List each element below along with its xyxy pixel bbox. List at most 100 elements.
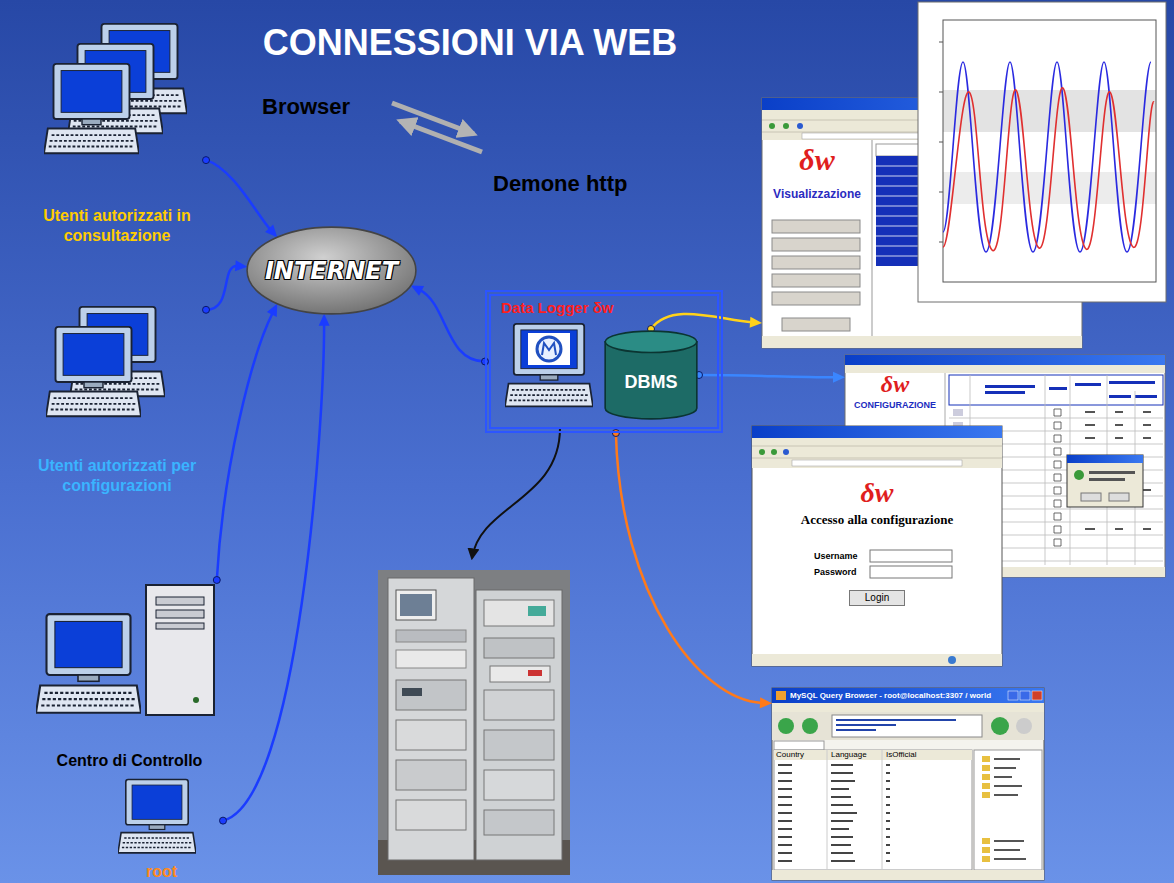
viewer-screenshot [783, 123, 789, 129]
rack-photo [396, 650, 466, 668]
config-screenshot [845, 355, 1165, 365]
config-screenshot [1109, 493, 1129, 501]
viewer-screenshot [772, 256, 860, 269]
config-screenshot [1089, 471, 1135, 474]
login-screenshot [752, 426, 1002, 438]
query-browser-screenshot [974, 750, 1042, 870]
login-window: δwAccesso alla configurazioneUsernamePas… [752, 426, 1002, 666]
rack-photo [484, 690, 554, 720]
rack-arrow [472, 428, 560, 558]
rack-photo [378, 570, 570, 875]
connector [612, 430, 772, 709]
rack-photo [484, 770, 554, 800]
request-arrows [400, 121, 482, 152]
node-label: CONFIGURAZIONE [845, 399, 945, 411]
query-window: MySQL Query Browser - root@localhost:330… [772, 688, 1044, 880]
node-label: root [146, 862, 177, 882]
viewer-screenshot [762, 336, 1082, 348]
computer-icons [46, 327, 141, 416]
config-window: δwCONFIGURAZIONE [845, 355, 1165, 577]
user-group: Utenti autorizzati per configurazioni [28, 300, 206, 496]
query-browser-screenshot [772, 688, 1044, 880]
computer-icons [44, 64, 139, 153]
rack-photo [484, 730, 554, 760]
connector-line [420, 290, 485, 362]
connector-dot [203, 157, 210, 164]
config-screenshot [1135, 395, 1157, 398]
connector [203, 260, 248, 313]
cylinder-body [605, 342, 697, 419]
node-label: INTERNET [265, 257, 398, 285]
user-group: Utenti autorizzati in consultazione [28, 20, 206, 246]
computer-icons [193, 697, 199, 703]
config-screenshot [1075, 383, 1101, 386]
node-label: Utenti autorizzati per configurazioni [28, 456, 206, 496]
connector [648, 314, 763, 333]
connector [213, 304, 277, 584]
node-label: Accesso alla configurazione [752, 512, 1002, 528]
computer-icons [537, 337, 561, 361]
config-screenshot [845, 567, 1165, 577]
connector-line [206, 266, 237, 310]
label-anchor: IsOfficial [886, 750, 917, 760]
computer-icons [528, 333, 570, 365]
query-browser-screenshot [832, 715, 982, 737]
arrow-head [267, 304, 277, 317]
label-anchor: Browser [262, 94, 350, 120]
query-browser-screenshot [778, 765, 890, 861]
control-center: Centro di Controllo [28, 580, 231, 771]
computer-icons [156, 610, 204, 618]
node-label: δw [752, 478, 1002, 508]
config-screenshot [1109, 395, 1131, 398]
connector [220, 314, 330, 824]
connector-dot [203, 306, 210, 313]
column-header: Language [831, 750, 867, 760]
config-screenshot [1089, 478, 1125, 481]
viewer-screenshot [772, 274, 860, 287]
arrow-head [265, 225, 277, 238]
query-browser-screenshot [1008, 691, 1018, 700]
viewer-screenshot [772, 220, 860, 233]
node-label: Centro di Controllo [57, 751, 203, 771]
computer-icons [156, 597, 204, 605]
login-screenshot [870, 566, 952, 578]
query-browser-screenshot [772, 688, 1044, 880]
node-label: δw [845, 371, 945, 397]
login-screenshot [752, 426, 1002, 666]
computer-icons [36, 614, 141, 713]
query-browser-screenshot [774, 750, 972, 870]
label-anchor: Demone http [493, 171, 627, 197]
login-screenshot [752, 446, 1002, 447]
config-screenshot [1054, 409, 1061, 546]
arrow-head [760, 697, 772, 708]
config-screenshot [1049, 387, 1067, 390]
query-browser-screenshot [994, 759, 1026, 859]
node-label: Utenti autorizzati in consultazione [28, 206, 206, 246]
login-screenshot [870, 550, 952, 562]
node-label: Username [814, 550, 1002, 562]
rack-photo [490, 666, 550, 682]
computer-icons [542, 343, 556, 355]
node-label: Password [814, 566, 1002, 578]
query-browser-screenshot [1020, 691, 1030, 700]
rack-photo [396, 760, 466, 790]
query-browser-screenshot [772, 712, 1044, 740]
query-browser-screenshot [772, 688, 1044, 703]
chart-screenshot [939, 42, 943, 242]
arrow-head [235, 260, 247, 271]
chart-screenshot [943, 20, 1156, 282]
rack-photo [400, 594, 432, 616]
query-browser-screenshot [778, 718, 794, 734]
rack-photo [484, 638, 554, 658]
login-screenshot [783, 449, 789, 455]
connector-line [206, 160, 270, 230]
query-browser-screenshot [982, 756, 990, 862]
viewer-screenshot [782, 318, 850, 331]
query-browser-screenshot [991, 717, 1009, 735]
query-browser-screenshot [774, 750, 972, 760]
rack-photo [396, 590, 436, 620]
protocol-label: Browser [262, 94, 350, 120]
login-screenshot [771, 449, 777, 455]
connector-line [217, 313, 273, 580]
